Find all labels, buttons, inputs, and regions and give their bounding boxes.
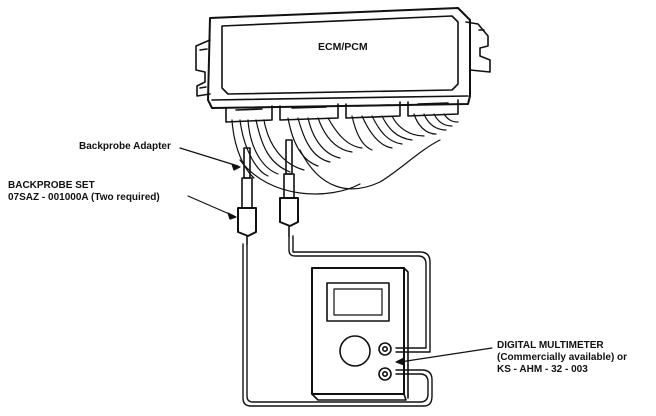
digital-multimeter	[311, 267, 409, 401]
backprobe-set-part-number: 07SAZ - 001000A (Two required)	[8, 192, 160, 203]
backprobe-set-label: BACKPROBE SET 07SAZ - 001000A (Two requi…	[8, 180, 160, 204]
multimeter-availability: (Commercially available) or	[497, 352, 628, 363]
backprobe-adapter-label: Backprobe Adapter	[79, 141, 171, 152]
backprobe-left	[237, 147, 257, 245]
leader-lines	[179, 147, 493, 366]
ecm-pcm-label: ECM/PCM	[318, 41, 368, 53]
ecm-pcm-unit	[195, 7, 491, 123]
multimeter-part-number: KS - AHM - 32 - 003	[497, 364, 588, 375]
backprobe-set-title: BACKPROBE SET	[8, 180, 95, 191]
multimeter-label: DIGITAL MULTIMETER (Commercially availab…	[497, 340, 627, 376]
multimeter-title: DIGITAL MULTIMETER	[497, 340, 604, 351]
backprobe-right	[279, 139, 299, 237]
test-leads	[242, 235, 433, 407]
wire-harness	[231, 113, 459, 195]
